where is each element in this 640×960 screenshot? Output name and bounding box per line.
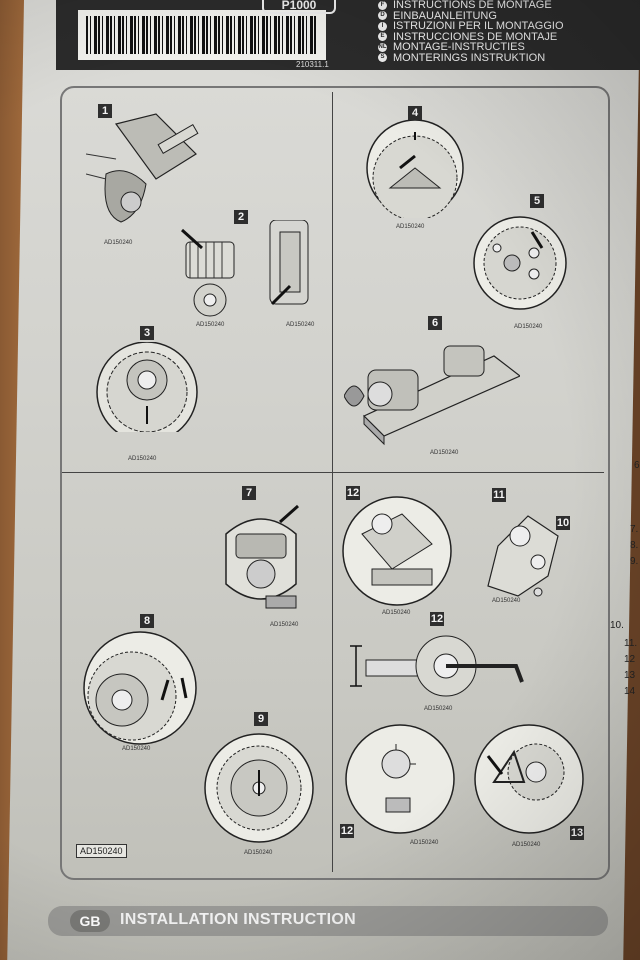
figure-10-tensioner-bracket — [487, 515, 559, 597]
step-label: 3 — [140, 326, 154, 340]
figure-code: AD150240 — [104, 240, 133, 246]
language-code-badge: D — [378, 11, 387, 21]
language-item: NL MONTAGE-INSTRUCTIES — [378, 42, 564, 53]
figure-code: AD150240 — [430, 450, 459, 456]
edge-step-number: 12 — [624, 654, 636, 665]
figure-5-pulley-with-bolts — [473, 216, 567, 310]
section-title: INSTALLATION INSTRUCTION — [120, 911, 356, 928]
figure-code: AD150240 — [196, 322, 225, 328]
figure-12-locking-pin — [342, 496, 452, 606]
frame-divider-vertical — [332, 92, 333, 872]
next-page-edge: 6 7. 8. 9. 10. 11. 12 13 14 — [606, 100, 640, 960]
language-code-badge: NL — [378, 42, 387, 52]
figure-code: AD150240 — [512, 842, 541, 848]
language-code-badge: F — [378, 0, 387, 10]
figure-code: AD150240 — [382, 610, 411, 616]
step-label: 10 — [556, 516, 570, 530]
figure-code: AD150240 — [410, 840, 439, 846]
figure-code: AD150240 — [492, 598, 521, 604]
step-label: 11 — [492, 488, 506, 502]
language-label: INSTRUCTIONS DE MONTAGE — [393, 0, 552, 11]
edge-step-number: 14 — [624, 686, 636, 697]
edge-step-number: 11. — [624, 638, 638, 649]
step-label: 12 — [430, 612, 444, 626]
figure-9-cam-gear — [204, 733, 314, 843]
step-label: 6 — [428, 316, 442, 330]
figure-13-tensioner-spring — [474, 724, 584, 834]
step-label: 8 — [140, 614, 154, 628]
figure-12-tensioner-hub — [345, 724, 455, 834]
step-label: 4 — [408, 106, 422, 120]
figure-2-gear-and-housing — [180, 220, 309, 317]
part-number: P1000 — [262, 0, 336, 14]
language-item: F INSTRUCTIONS DE MONTAGE — [378, 0, 564, 11]
diagram-frame — [60, 86, 610, 880]
step-label: 12 — [340, 824, 354, 838]
figure-code: AD150240 — [270, 622, 299, 628]
figure-1-clamp-tool — [86, 113, 199, 223]
figure-code: AD150240 — [122, 746, 151, 752]
language-label: INSTRUCCIONES DE MONTAJE — [393, 30, 558, 43]
step-label: 7 — [242, 486, 256, 500]
section-banner — [48, 906, 608, 936]
barcode-label — [76, 8, 328, 62]
step-label: 1 — [98, 104, 112, 118]
language-label: ISTRUZIONI PER IL MONTAGGIO — [393, 20, 564, 32]
figure-code: AD150240 — [128, 456, 157, 462]
edge-step-number: 13 — [624, 670, 636, 681]
figure-code: AD150240 — [514, 324, 543, 330]
edge-step-number: 7. — [630, 524, 639, 535]
language-item: I ISTRUZIONI PER IL MONTAGGIO — [378, 21, 564, 32]
figure-code: AD150240 — [424, 706, 453, 712]
edge-step-number: 6 — [634, 460, 640, 471]
edge-step-number: 8. — [630, 540, 639, 551]
language-item: E INSTRUCCIONES DE MONTAJE — [378, 30, 564, 43]
figure-3-crank-sprocket — [96, 342, 198, 432]
language-label: EINBAUANLEITUNG — [393, 9, 497, 22]
figure-code: AD150240 — [244, 850, 273, 856]
language-list: F INSTRUCTIONS DE MONTAGE D EINBAUANLEITUN… — [378, 0, 564, 63]
barcode — [86, 16, 318, 54]
edge-step-number: 9. — [630, 556, 639, 567]
figure-4-camshaft-pulley — [366, 119, 464, 218]
frame-divider-horizontal — [62, 472, 604, 473]
language-code-badge: E — [378, 32, 387, 42]
step-label: 12 — [346, 486, 360, 500]
step-label: 9 — [254, 712, 268, 726]
language-label: MONTAGE-INSTRUCTIES — [393, 41, 525, 53]
figure-6-engine-head-tool — [344, 345, 520, 446]
figure-12-allen-key-adjustment — [350, 635, 524, 697]
step-label: 13 — [570, 826, 584, 840]
language-code-badge: S — [378, 53, 387, 63]
figure-code: AD150240 — [396, 224, 425, 230]
figure-8-tensioner-pulley — [83, 631, 197, 745]
step-label: 5 — [530, 194, 544, 208]
language-label: MONTERINGS INSTRUKTION — [393, 51, 546, 64]
language-item: D EINBAUANLEITUNG — [378, 9, 564, 22]
edge-step-number: 10. — [610, 620, 624, 631]
step-label: 2 — [234, 210, 248, 224]
document-code: 210311.1 — [296, 60, 329, 69]
language-code-badge: I — [378, 21, 387, 31]
country-badge: GB — [70, 910, 110, 932]
figure-code-box: AD150240 — [76, 844, 127, 858]
figure-7-distributor — [225, 504, 299, 609]
figure-code: AD150240 — [286, 322, 315, 328]
language-item: S MONTERINGS INSTRUKTION — [378, 51, 564, 64]
